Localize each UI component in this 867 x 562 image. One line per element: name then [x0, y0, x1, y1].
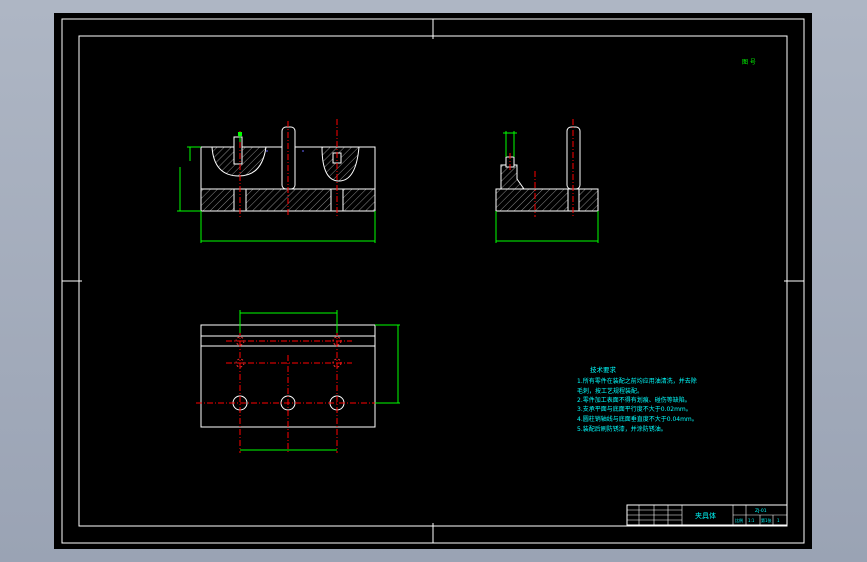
sheet-outer-border [61, 18, 805, 544]
title-block-scale-value: 1:1 [748, 518, 755, 523]
drawing-svg: 图 号 [61, 18, 805, 544]
drawing-canvas[interactable]: 图 号 [54, 13, 812, 549]
front-view [177, 119, 376, 243]
title-block-name: 夹具体 [695, 511, 716, 520]
tech-req-item: 4.圆柱销轴线与底面垂直度不大于0.04mm。 [577, 415, 698, 423]
sheet-inner-border [78, 35, 788, 527]
title-block-sheet-value: 1 [777, 518, 780, 523]
sheet-center-marks [62, 19, 804, 543]
title-block-scale-label: 比例 [735, 517, 743, 523]
top-view [196, 310, 400, 453]
title-block-drawing-no: ZJ-01 [755, 508, 767, 514]
technical-requirements: 技术要求 1.所有零件在装配之前均应用油清洗，并去除 毛刺，按工艺规程装配。 2… [577, 365, 698, 433]
tech-req-item: 3.支承平面与底面平行度不大于0.02mm。 [577, 405, 692, 413]
title-block-sheet-label: 第1张 [761, 517, 772, 523]
title-block: 夹具体 ZJ-01 比例 1:1 第1张 1 [626, 504, 788, 526]
tech-req-item: 1.所有零件在装配之前均应用油清洗，并去除 [577, 377, 697, 385]
tech-req-title: 技术要求 [590, 365, 617, 374]
corner-mark: 图 号 [742, 59, 756, 66]
tech-req-item: 5.装配后刷防锈漆，并涂防锈油。 [577, 425, 667, 433]
tech-req-item: 2.零件加工表面不得有划痕、碰伤等缺陷。 [577, 396, 691, 404]
tech-req-item: 毛刺，按工艺规程装配。 [577, 387, 643, 395]
side-view [495, 119, 599, 243]
